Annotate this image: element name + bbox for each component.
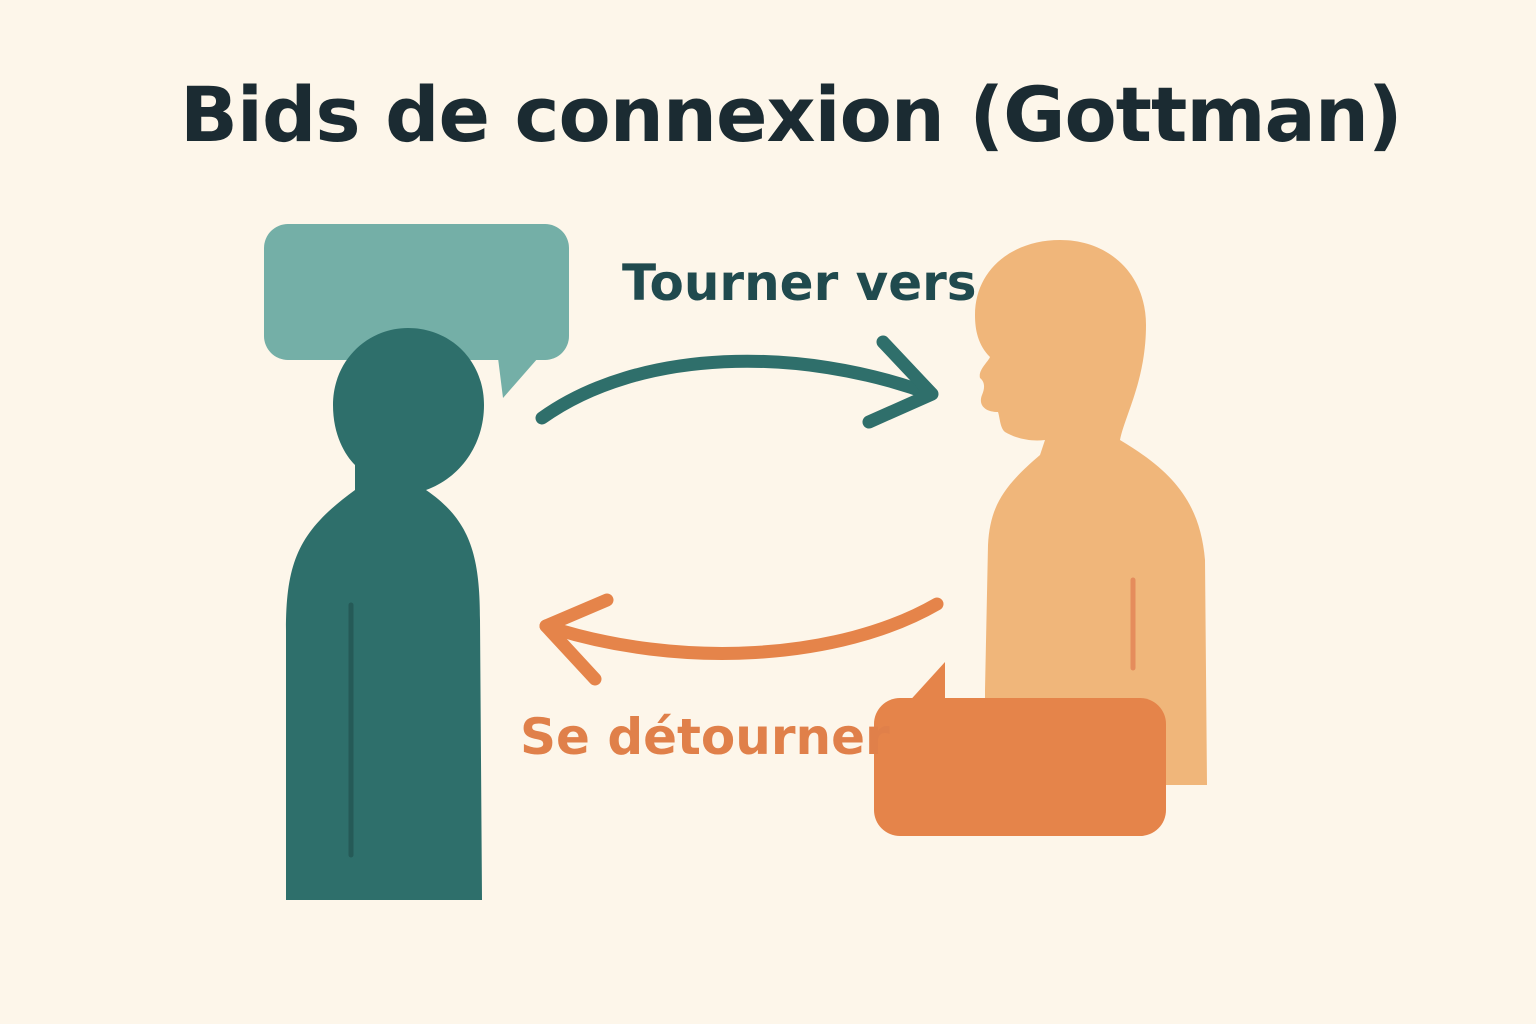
diagram-title: Bids de connexion (Gottman)	[180, 70, 1403, 159]
right-person-icon	[975, 240, 1207, 785]
away-label: Se détourner	[520, 708, 890, 766]
left-speech-bubble-icon	[264, 224, 569, 398]
toward-arrow-icon	[535, 335, 939, 429]
toward-label: Tourner vers	[622, 254, 977, 312]
right-speech-bubble-icon	[874, 662, 1166, 836]
away-arrow-icon	[539, 593, 944, 686]
left-person-icon	[286, 328, 484, 900]
